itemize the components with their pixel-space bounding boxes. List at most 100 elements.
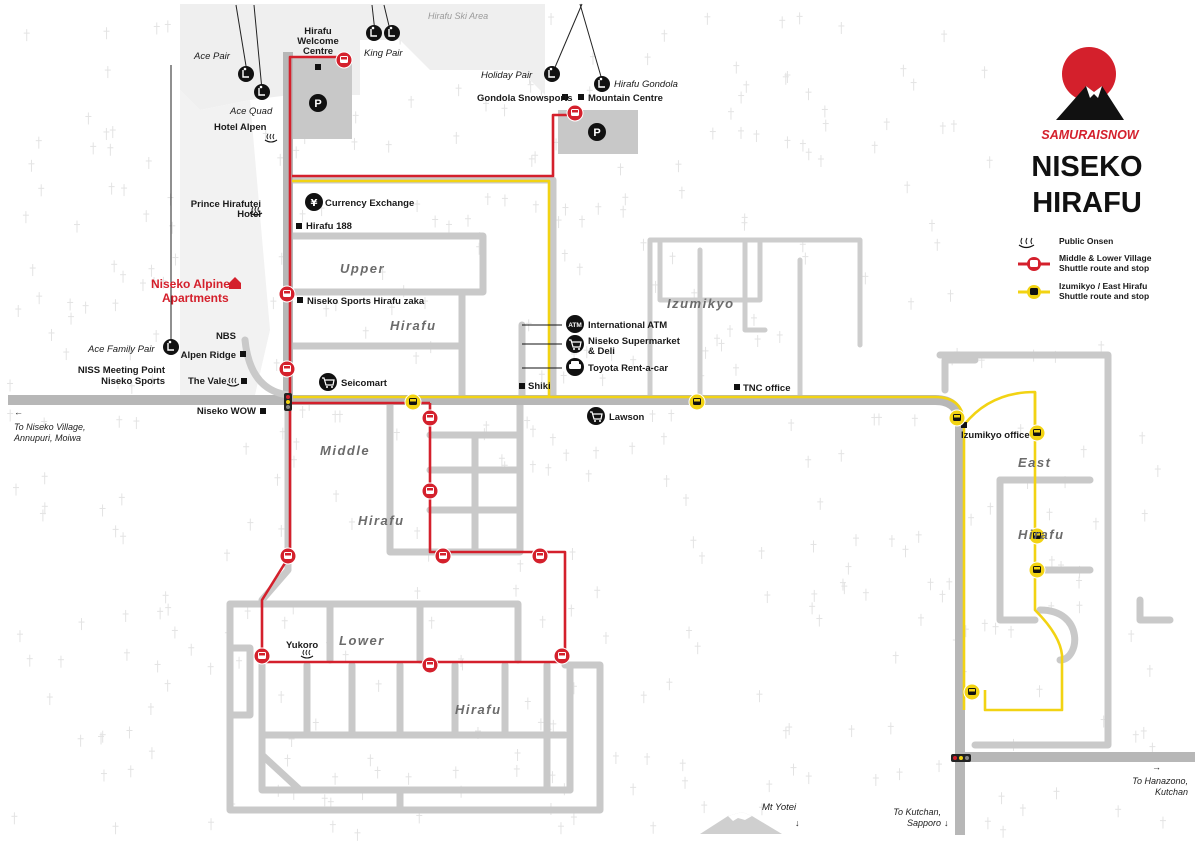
tree-mark <box>888 535 895 548</box>
main-road-west-east <box>8 395 965 835</box>
red-bus-stop-icon <box>421 656 439 674</box>
tree-mark <box>853 534 860 547</box>
label-prince-2: Hotel <box>237 209 261 220</box>
tree-mark <box>529 425 536 438</box>
red-bus-stop-icon <box>335 51 353 69</box>
tree-mark <box>385 140 392 153</box>
tree-mark <box>28 159 35 172</box>
tree-mark <box>7 409 14 422</box>
tree-mark <box>753 130 760 143</box>
tree-mark <box>336 410 343 423</box>
tree-mark <box>714 334 721 347</box>
tree-mark <box>484 193 491 206</box>
tree-mark <box>278 691 285 704</box>
tree-mark <box>908 297 915 310</box>
tree-mark <box>41 502 48 515</box>
tree-mark <box>35 136 42 149</box>
tree-mark <box>862 588 869 601</box>
tree-mark <box>73 220 80 233</box>
arrow-east: → <box>1152 762 1161 772</box>
tree-mark <box>649 409 656 422</box>
tree-mark <box>947 289 954 302</box>
tree-mark <box>579 215 586 228</box>
label-south-1: To Kutchan, <box>893 807 941 817</box>
tree-mark <box>13 483 20 496</box>
tree-mark <box>379 268 386 281</box>
tree-mark <box>764 591 771 604</box>
tree-mark <box>630 355 637 368</box>
tree-mark <box>733 61 740 74</box>
area-lower: Lower <box>339 633 385 648</box>
tree-mark <box>741 218 748 231</box>
tree-mark <box>375 679 382 692</box>
tree-mark <box>682 776 689 789</box>
tree-mark <box>599 374 606 387</box>
tree-mark <box>892 651 899 664</box>
tree-mark <box>650 821 657 834</box>
tree-mark <box>112 822 119 835</box>
tree-mark <box>690 536 697 549</box>
tree-mark <box>109 126 116 139</box>
tree-mark <box>1092 517 1099 530</box>
label-lawson: Lawson <box>609 412 645 423</box>
red-bus-stop-icon <box>434 547 452 565</box>
ski-area-label: Hirafu Ski Area <box>428 11 488 21</box>
tree-mark <box>608 349 615 362</box>
tree-mark <box>290 455 297 468</box>
tree-mark <box>640 238 647 251</box>
area-east: East <box>1018 455 1051 470</box>
tree-mark <box>293 437 300 450</box>
tree-mark <box>274 473 281 486</box>
welcome-centre-marker <box>315 64 321 70</box>
label-hirafu-gondola: Hirafu Gondola <box>614 79 678 90</box>
tree-mark <box>99 504 106 517</box>
ski-lift-icon <box>163 339 179 355</box>
ski-lift-icon <box>254 84 270 100</box>
tree-mark <box>683 494 690 507</box>
tree-mark <box>669 252 676 265</box>
tree-mark <box>126 726 133 739</box>
label-atm: International ATM <box>588 320 667 331</box>
tree-mark <box>41 417 48 430</box>
tree-mark <box>270 297 277 310</box>
label-hirafu188: Hirafu 188 <box>306 221 352 232</box>
tree-mark <box>766 780 773 793</box>
tree-mark <box>112 525 119 538</box>
tree-mark <box>694 642 701 655</box>
tree-mark <box>726 325 733 338</box>
tree-mark <box>981 619 988 632</box>
tree-mark <box>153 329 160 342</box>
tree-mark <box>622 193 629 206</box>
tree-mark <box>902 545 909 558</box>
tree-mark <box>928 219 935 232</box>
red-bus-stop-icon <box>278 285 296 303</box>
tree-mark <box>548 13 555 26</box>
tree-mark <box>532 200 539 213</box>
tree-mark <box>586 86 593 99</box>
tree-mark <box>968 513 975 526</box>
tree-mark <box>784 136 791 149</box>
tree-mark <box>732 363 739 376</box>
legend-onsen-icon <box>1018 237 1035 249</box>
tree-mark <box>452 766 459 779</box>
tree-mark <box>998 792 1005 805</box>
onsen-icons <box>226 133 314 659</box>
label-supermarket-2: & Deli <box>588 346 615 357</box>
lift-line-holiday <box>552 3 583 73</box>
tree-mark <box>585 469 592 482</box>
atm-icon-label: ATM <box>568 322 582 329</box>
red-bus-stop-icon <box>531 547 549 565</box>
tree-mark <box>128 381 135 394</box>
label-vale: The Vale <box>188 376 227 387</box>
tree-mark <box>120 270 127 283</box>
onsen-icon <box>226 377 240 387</box>
label-holiday-pair: Holiday Pair <box>481 70 533 81</box>
tree-mark <box>299 406 306 419</box>
tree-mark <box>927 578 934 591</box>
tree-mark <box>838 449 845 462</box>
tree-mark <box>1076 576 1083 589</box>
tree-mark <box>164 679 171 692</box>
tree-mark <box>569 547 576 560</box>
tree-mark <box>329 820 336 833</box>
tree-mark <box>333 490 340 503</box>
